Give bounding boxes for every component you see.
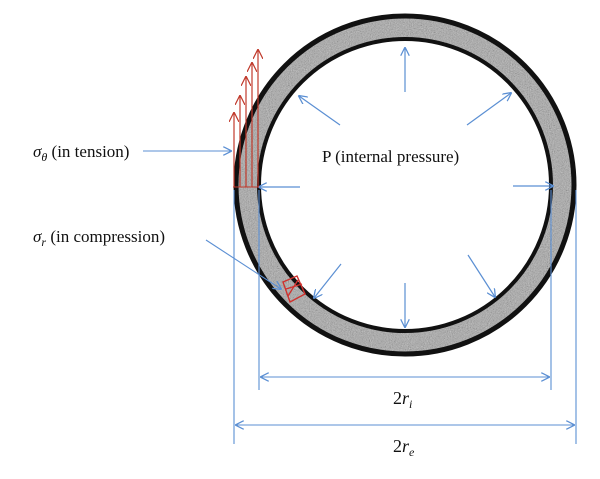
outer-wall <box>233 13 577 357</box>
outer-dim-prefix: 2 <box>393 436 402 456</box>
sigma-theta-label: σθ (in tension) <box>33 142 129 164</box>
dimension-lines <box>233 190 577 444</box>
pressure-arrows <box>259 48 553 327</box>
sigma-r-subscript: r <box>41 235 46 249</box>
inner-dim-prefix: 2 <box>393 388 402 408</box>
leader-lines <box>143 151 281 289</box>
outer-dim-subscript: e <box>409 445 415 459</box>
sigma-r-symbol: σ <box>33 227 42 246</box>
pressure-arrow-ne <box>466 93 511 126</box>
pressure-arrow-nw <box>299 96 341 126</box>
outer-diameter-label: 2re <box>393 436 415 459</box>
sigma-theta-symbol: σ <box>33 142 42 161</box>
pressure-arrow-sw <box>314 263 342 298</box>
sigma-r-label: σr (in compression) <box>33 227 165 249</box>
sigma-theta-text: (in tension) <box>47 142 129 161</box>
inner-dim-symbol: r <box>402 388 410 408</box>
inner-dim-subscript: i <box>409 397 412 411</box>
compression-hatch-2 <box>287 279 299 297</box>
inner-diameter-label: 2ri <box>393 388 412 411</box>
pressure-arrow-se <box>467 254 495 297</box>
sigma-r-leader <box>205 239 281 289</box>
sigma-r-text: (in compression) <box>46 227 165 246</box>
pressure-label: P (internal pressure) <box>322 147 459 166</box>
tension-arrows <box>233 50 259 188</box>
outer-dim-symbol: r <box>402 436 410 456</box>
sigma-theta-subscript: θ <box>41 150 47 164</box>
compression-element <box>282 275 306 304</box>
